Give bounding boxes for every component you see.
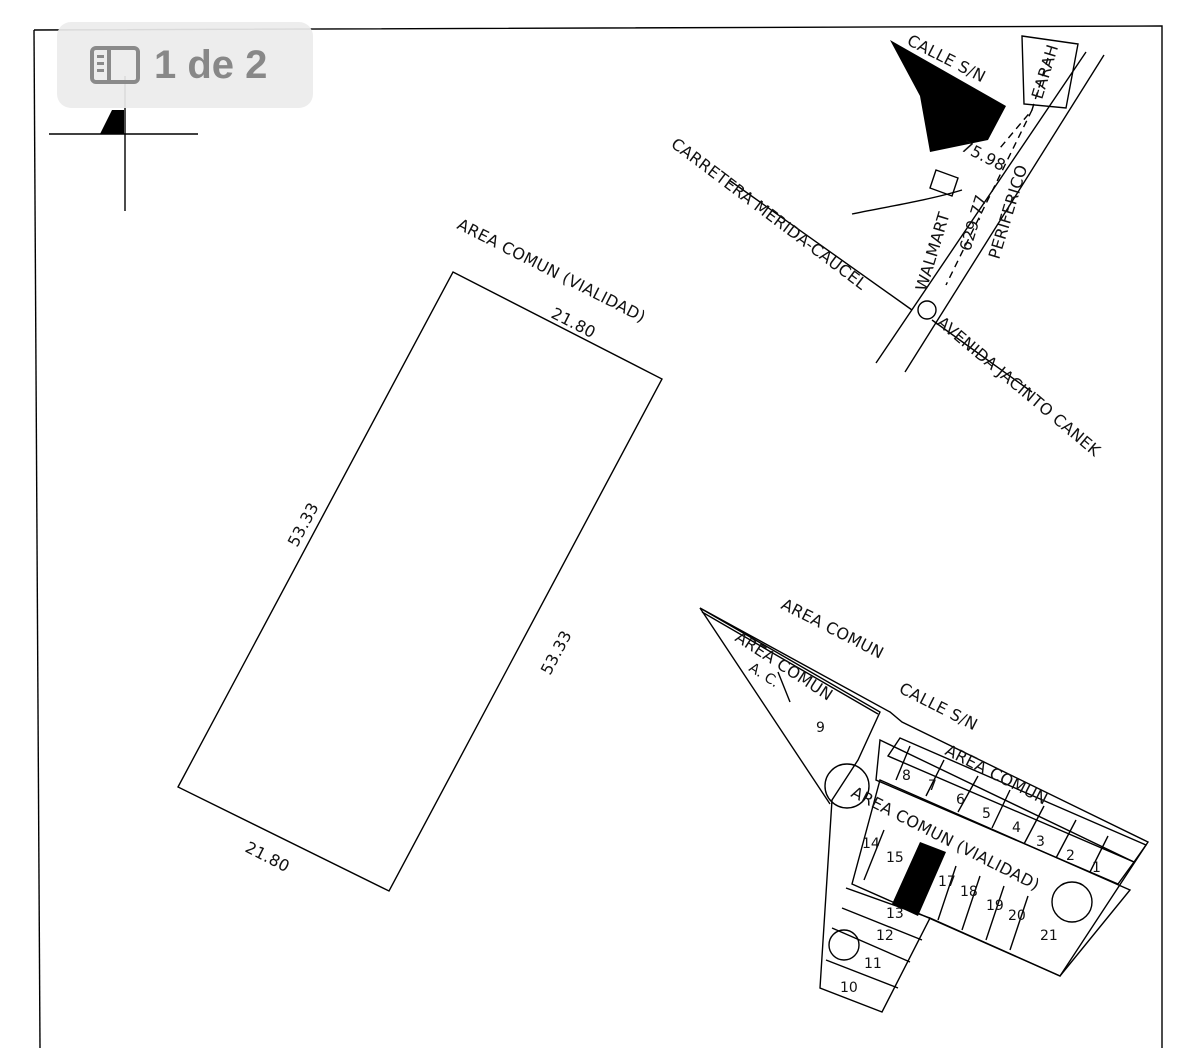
- lot-divider-7: [925, 759, 945, 797]
- lot-number: 8: [902, 768, 911, 784]
- access-road: [851, 189, 963, 215]
- carretera-label: CARRETERA MERIDA-CAUCEL: [668, 134, 871, 294]
- lot-top-label: AREA COMUN (VIALIDAD): [454, 215, 649, 327]
- lot-divider-20: [1009, 895, 1029, 951]
- frame-top-right: [33, 25, 1163, 1048]
- lot-number: 13: [886, 906, 904, 922]
- carretera-line: [728, 179, 913, 311]
- lot-number: 5: [982, 806, 991, 822]
- north-arrow-head: [100, 110, 124, 134]
- lot-divider-2: [1089, 835, 1109, 873]
- lot-number: 12: [876, 928, 894, 944]
- lot-bottom-dimension: 21.80: [242, 838, 293, 876]
- avenida-label: AVENIDA JACINTO CANEK: [933, 313, 1104, 461]
- lot-number: 11: [864, 956, 882, 972]
- lot-divider-3: [1055, 819, 1077, 859]
- cul-de-sac-top: [824, 763, 870, 809]
- ac-divider: [777, 671, 791, 703]
- lot-number: 3: [1036, 834, 1045, 850]
- lot-number: 20: [1008, 908, 1026, 924]
- avenida-line: [931, 319, 1033, 393]
- lot-row-north: [875, 738, 1136, 885]
- lot-number: 6: [956, 792, 965, 808]
- lot-number: 21: [1040, 928, 1058, 944]
- lot-number: 19: [986, 898, 1004, 914]
- lot-outline: [177, 271, 663, 892]
- lot-number: 14: [862, 836, 880, 852]
- lot-number: 9: [816, 720, 825, 736]
- roundabout: [917, 300, 937, 320]
- lot-top-dimension: 21.80: [548, 304, 599, 342]
- earah-block: [1021, 35, 1079, 109]
- sidebar-icon[interactable]: [90, 46, 140, 84]
- lot-number: 2: [1066, 848, 1075, 864]
- periferico-label: PERIFERICO: [985, 162, 1032, 261]
- site-marker-shape: [890, 40, 1006, 152]
- cul-de-sac-right: [1051, 881, 1093, 923]
- lot-number: 1: [1092, 860, 1101, 876]
- lot-divider-5: [991, 789, 1011, 829]
- lot-11-line: [831, 927, 911, 963]
- lot-number: 15: [886, 850, 904, 866]
- lot-10-line: [825, 959, 899, 989]
- lot-divider-18: [961, 875, 981, 931]
- lot-left-dimension: 53.33: [284, 499, 323, 550]
- walmart-label: WALMART: [912, 210, 954, 293]
- dashed-route-2: [945, 109, 1033, 286]
- lot-right-dimension: 53.33: [537, 627, 576, 678]
- lot-divider-8: [895, 745, 911, 781]
- periferico-line-2: [875, 51, 1087, 364]
- lot-divider-17: [937, 865, 957, 921]
- lot-number: 4: [1012, 820, 1021, 836]
- frame-left: [33, 29, 41, 1049]
- lot-number: 18: [960, 884, 978, 900]
- lot-number: 10: [840, 980, 858, 996]
- lot-number: 7: [928, 778, 937, 794]
- subdivision-outline: [699, 607, 1150, 1013]
- highlighted-lot: [892, 842, 946, 916]
- area-comun-inner: [701, 611, 879, 715]
- lot-divider-6: [957, 775, 979, 813]
- area-comun-left-label: AREA COMUN: [732, 627, 837, 704]
- subdivision-west-edge: [699, 607, 831, 805]
- distance-1-label: 75.98: [958, 137, 1009, 175]
- area-comun-top-label: AREA COMUN: [778, 595, 887, 663]
- lot-divider-19: [985, 885, 1005, 941]
- lot-12-line: [841, 907, 923, 941]
- page-count: 1 de 2: [154, 42, 268, 87]
- lot-number: 17: [938, 874, 956, 890]
- cul-de-sac-bottom: [828, 929, 860, 961]
- periferico-line-1: [904, 54, 1105, 373]
- walmart-building: [929, 169, 959, 197]
- page-indicator[interactable]: 1 de 2: [57, 22, 313, 108]
- lot-divider-14: [863, 829, 885, 881]
- earah-label: EARAH: [1028, 42, 1063, 101]
- lot-divider-4: [1023, 805, 1045, 845]
